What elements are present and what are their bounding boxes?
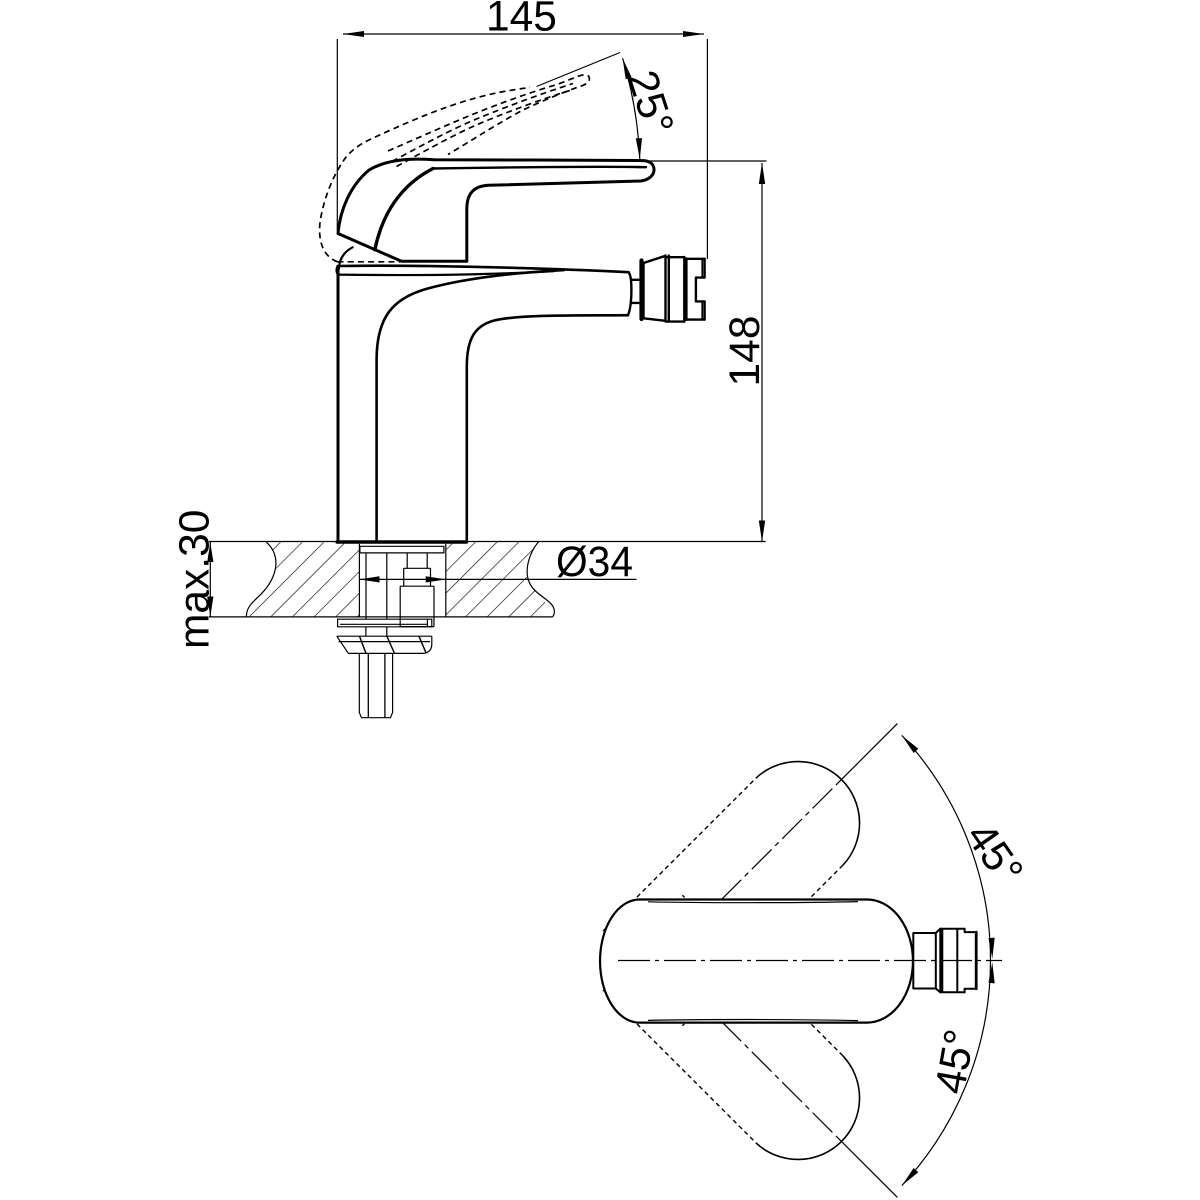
svg-text:Ø34: Ø34 (556, 539, 633, 586)
svg-text:145: 145 (486, 0, 557, 41)
svg-text:max.30: max.30 (172, 510, 219, 649)
svg-text:148: 148 (722, 316, 769, 387)
svg-text:45°: 45° (927, 1026, 984, 1097)
